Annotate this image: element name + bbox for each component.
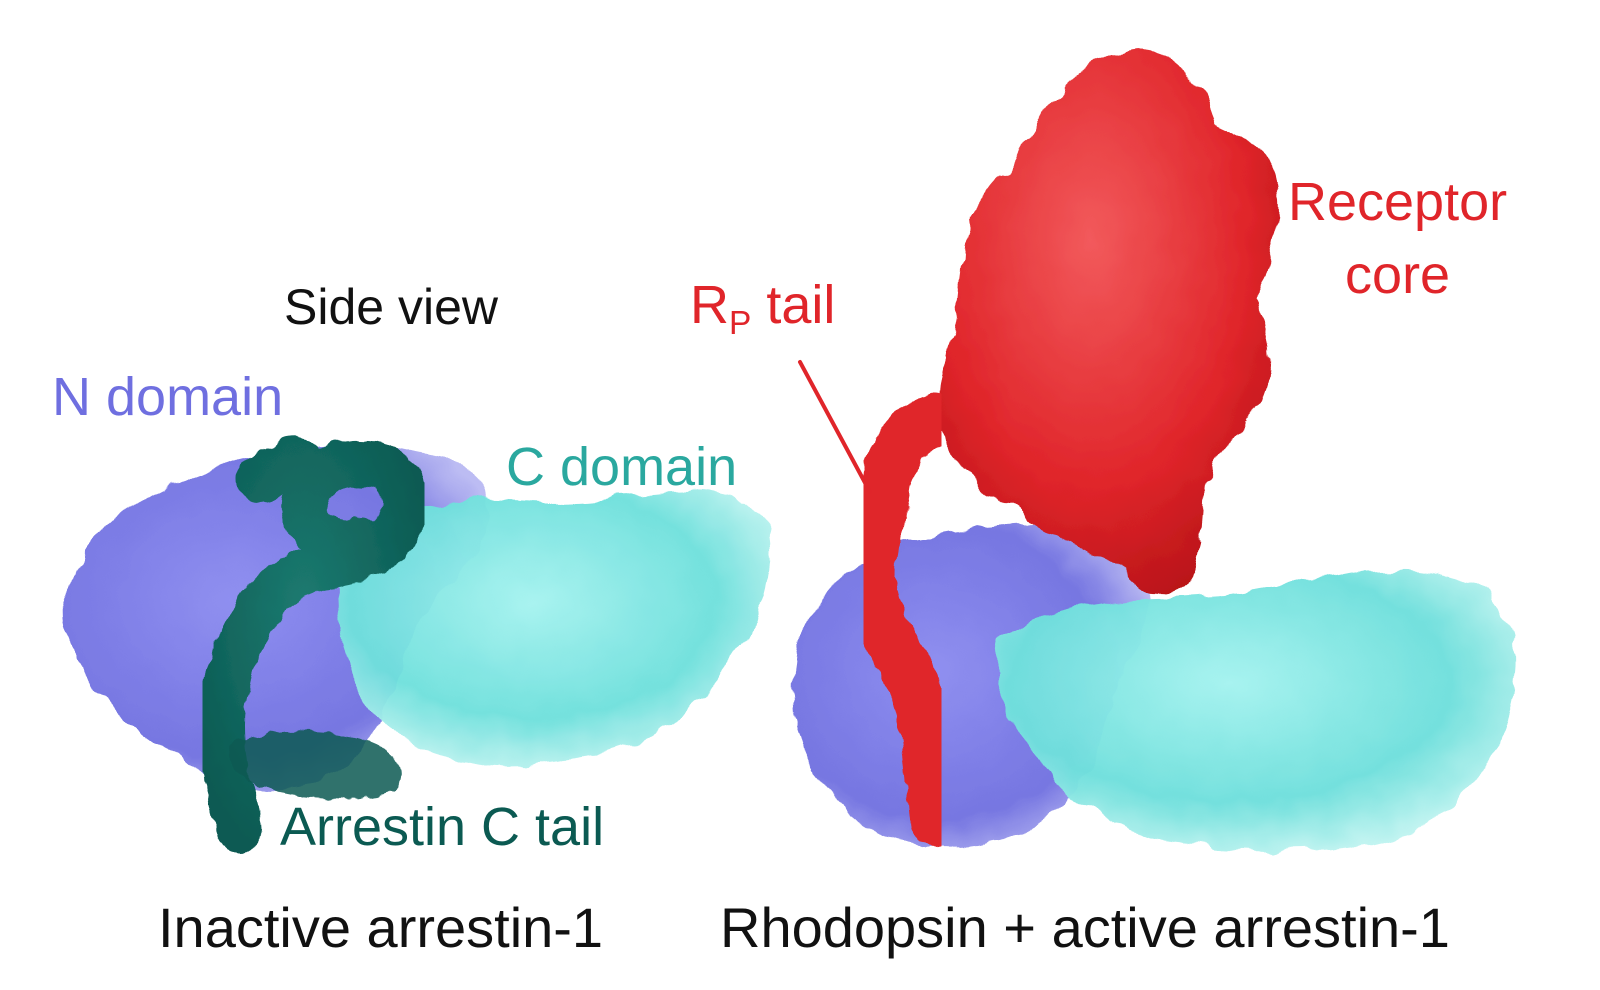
arrestin-c-tail-surface <box>198 437 429 853</box>
arrestin-c-tail-label: Arrestin C tail <box>280 797 605 857</box>
complex-structure <box>794 49 1516 852</box>
rp-tail-label-main: R <box>690 275 729 335</box>
receptor-core-label: Receptor core <box>1288 166 1507 312</box>
n-domain-label: N domain <box>52 367 284 427</box>
c-domain-surface <box>337 491 771 766</box>
rp-tail-label-subscript: P <box>729 304 752 342</box>
complex-caption: Rhodopsin + active arrestin-1 <box>720 896 1450 959</box>
inactive-arrestin-caption: Inactive arrestin-1 <box>158 896 604 959</box>
arrestin-c-tail-lower-blob <box>228 731 401 800</box>
side-view-label: Side view <box>284 279 498 335</box>
rp-tail-label: RP tail <box>690 275 836 340</box>
c-domain-label: C domain <box>506 437 738 497</box>
inactive-arrestin-structure <box>59 437 771 853</box>
receptor-core-label-line1: Receptor <box>1288 172 1508 232</box>
receptor-core-label-line2: core <box>1345 244 1451 305</box>
active-c-domain-surface <box>995 570 1516 852</box>
receptor-core-surface <box>938 49 1279 593</box>
rp-tail-surface <box>844 394 961 846</box>
rp-tail-leader-line <box>798 360 872 494</box>
rp-tail-label-suffix: tail <box>751 275 836 335</box>
